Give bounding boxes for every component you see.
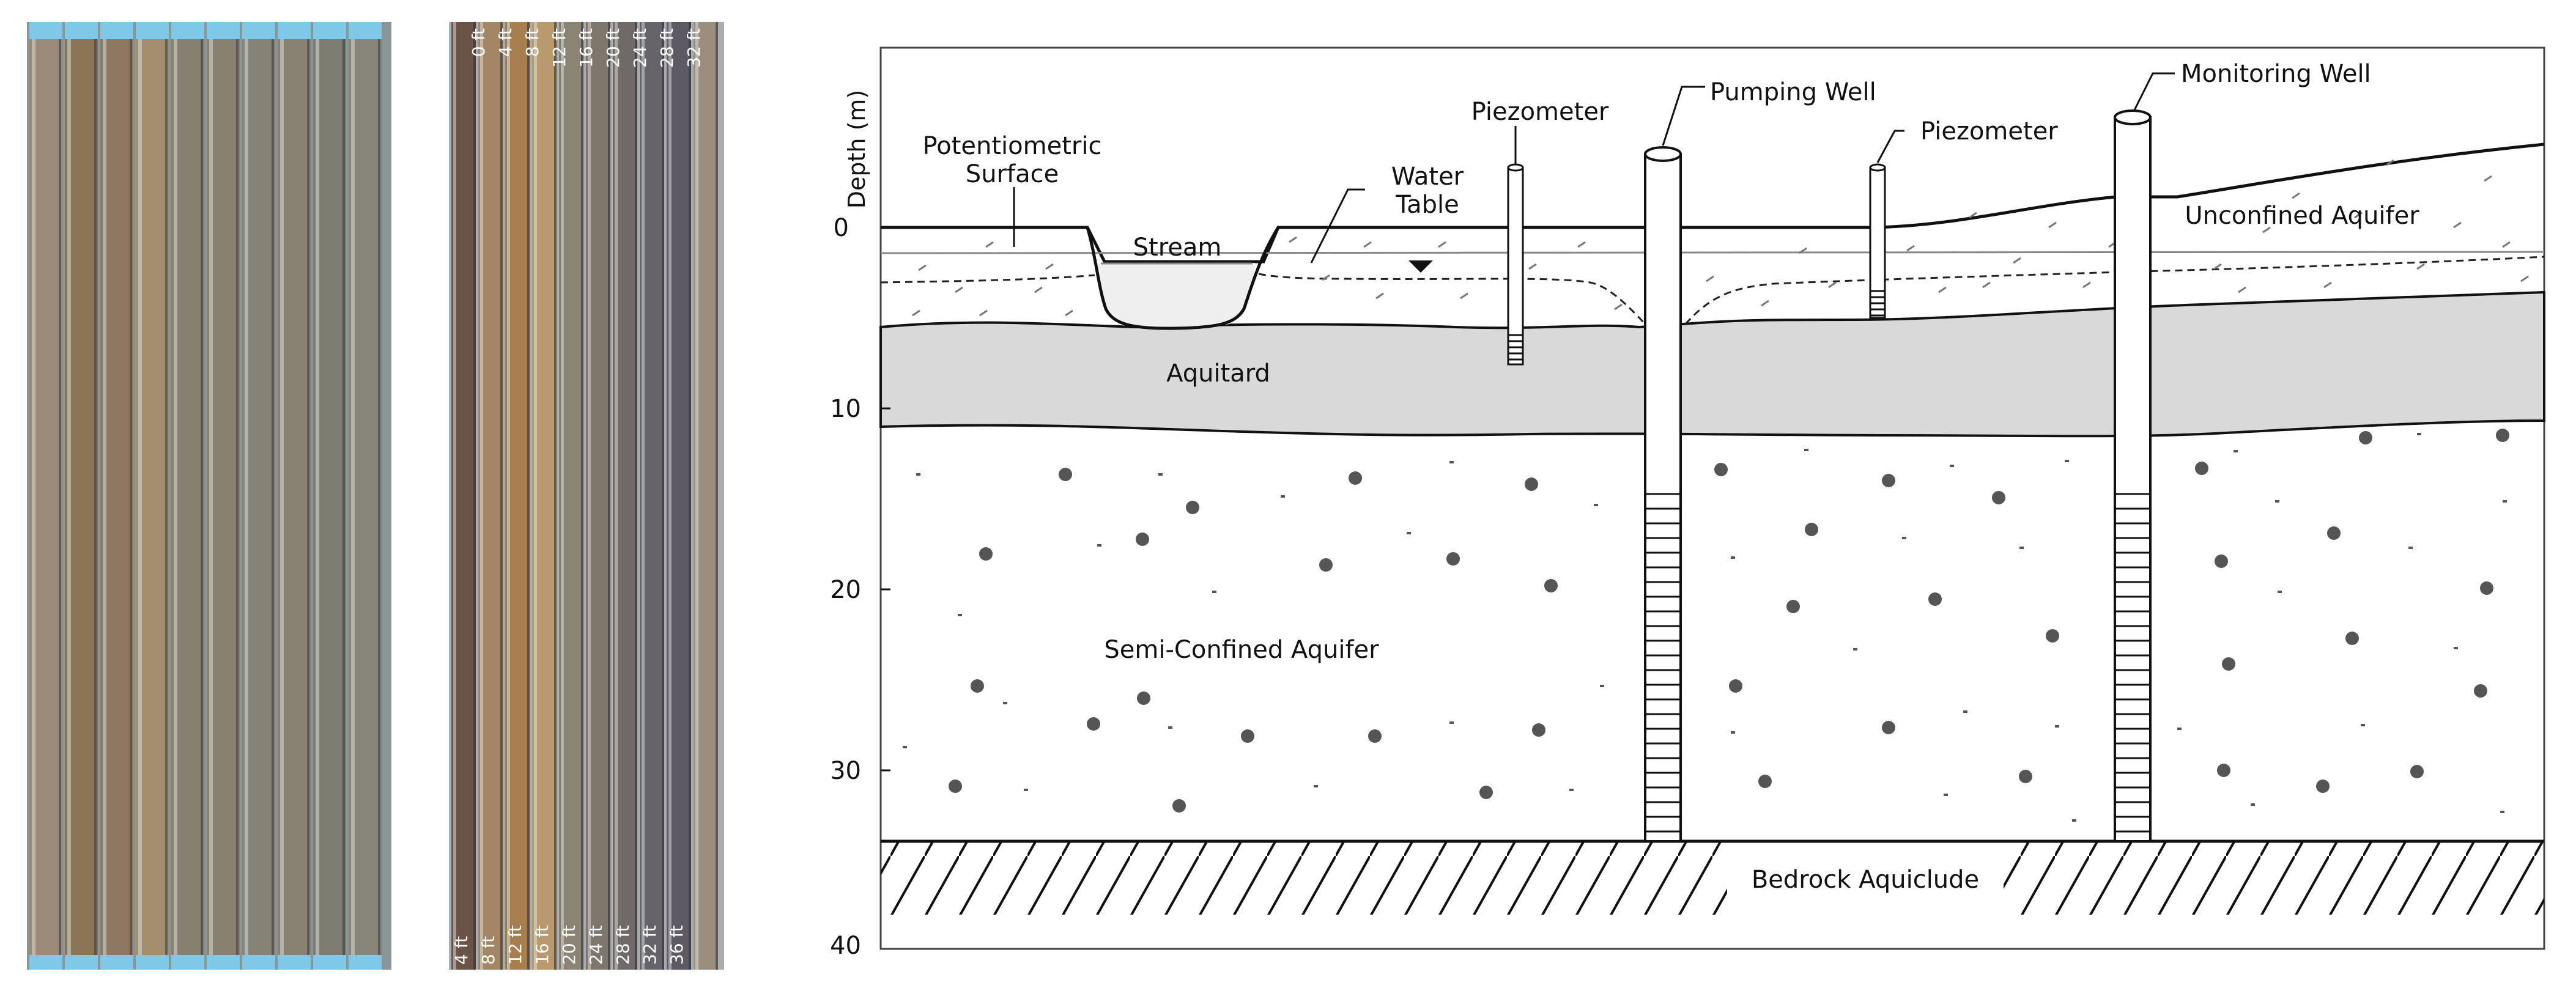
ground-surface [881,142,2545,264]
gravel-dots [949,429,2509,813]
leader-lines [1013,72,2175,264]
monitoring-well-leader [2133,72,2175,111]
tube-cap [349,955,382,970]
tube-cap [313,22,346,39]
core-depth-label-bottom: 8 ft [478,936,498,965]
piezometer-1-label: Piezometer [1471,98,1609,126]
unconfined-ticks [912,159,2529,317]
unconfined-aquifer-label: Unconfined Aquifer [2185,202,2419,230]
tube-cap [278,955,311,970]
tube-cap [29,955,62,970]
tube-cap [136,22,169,39]
tube-cap [278,22,311,39]
tube-cap [349,22,382,39]
potentiometric-surface-line [880,251,2545,254]
piezometer-1 [1507,163,1524,366]
core-photo-left [27,22,391,970]
potentiometric-label-line2: Surface [966,160,1059,188]
core-depth-label-top: 4 ft [495,28,516,57]
pumping-well-leader [1662,86,1705,146]
bedrock-aquiclude-label: Bedrock Aquiclude [1752,866,1979,894]
piezometer-2 [1869,163,1886,319]
tick-label-40: 40 [830,932,861,960]
stream-channel [1086,226,1280,330]
core-depth-label-bottom: 4 ft [451,936,472,965]
tube-cap [242,22,275,39]
tube-cap [100,955,133,970]
core-depth-label-bottom: 24 ft [586,925,606,965]
potentiometric-label-line1: Potentiometric [923,132,1102,160]
tube-cap [207,22,240,39]
tube-cap [65,955,98,970]
water-table-symbol [1408,260,1433,273]
tube-cap [136,955,169,970]
pumping-well-label: Pumping Well [1710,78,1876,106]
core-depth-label-top: 8 ft [522,28,542,57]
gravel-specks [903,433,2507,822]
core-depth-label-bottom: 20 ft [559,925,579,965]
water-table-label-line1: Water [1391,163,1464,191]
core-depth-label-top: 28 ft [657,28,677,68]
piezometer-2-leader [1876,130,1904,163]
semi-confined-aquifer-label: Semi-Confined Aquifer [1104,636,1379,664]
tick-label-10: 10 [830,395,861,423]
tube-cap [171,955,204,970]
bedrock-label-box [1731,844,2004,917]
aquitard-label: Aquitard [1166,359,1270,388]
core-depth-label-top: 0 ft [468,28,489,57]
core-photo-right [449,22,724,970]
tube-cap [207,955,240,970]
water-table-line [880,256,2545,325]
water-table-label-line2: Table [1395,191,1459,219]
tube-cap [171,22,204,39]
core-depth-label-bottom: 12 ft [505,925,525,965]
core-depth-label-top: 24 ft [630,28,650,68]
tube-cap [313,955,346,970]
tube-cap [65,22,98,39]
stream-water [1096,263,1255,330]
tick-label-0: 0 [834,214,849,242]
pumping-well [1644,146,1682,842]
bedrock-right-hatch [2004,841,2544,915]
monitoring-well [2114,109,2152,842]
tube-cap [29,22,62,39]
core-depth-label-top: 12 ft [549,28,569,68]
core-depth-label-top: 32 ft [684,28,704,68]
core-depth-label-bottom: 28 ft [613,925,633,965]
depth-axis-title: Depth (m) [843,90,870,209]
diagram-frame [879,46,2545,950]
depth-axis: Depth (m) 0 10 20 30 40 [830,90,890,960]
tick-label-30: 30 [830,757,861,785]
core-depth-label-bottom: 36 ft [667,925,687,965]
bedrock-left-hatch [881,841,1727,915]
monitoring-well-label: Monitoring Well [2181,60,2371,88]
hydrogeology-diagram: Depth (m) 0 10 20 30 40 Potentiometric S… [830,46,2545,960]
core-depth-label-bottom: 32 ft [640,925,660,965]
core-depth-label-top: 16 ft [576,28,596,68]
core-depth-label-bottom: 16 ft [532,925,552,965]
tube-cap [100,22,133,39]
core-depth-label-top: 20 ft [603,28,623,68]
tick-label-20: 20 [830,576,861,604]
stream-label: Stream [1133,234,1222,262]
water-table-leader [1310,188,1365,264]
piezometer-2-label: Piezometer [1920,117,2058,146]
tube-cap [242,955,275,970]
